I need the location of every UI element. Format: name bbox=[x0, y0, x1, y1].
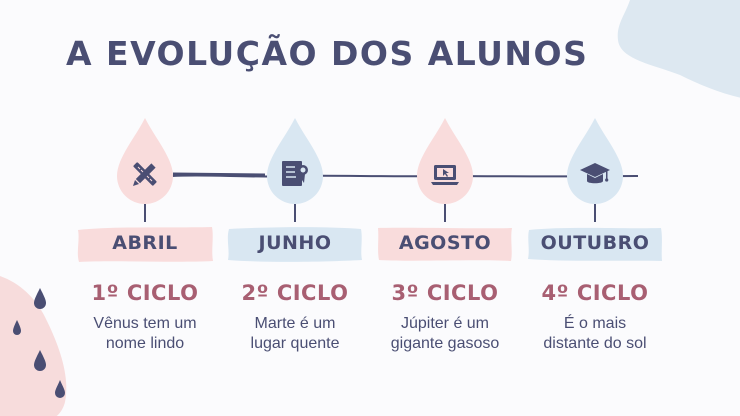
description-line: Vênus tem um bbox=[93, 315, 197, 332]
connector-line bbox=[294, 204, 296, 222]
page-title: A EVOLUÇÃO DOS ALUNOS bbox=[66, 34, 589, 73]
pencil-ruler-icon bbox=[133, 162, 157, 186]
drop-shape-blue bbox=[567, 118, 623, 204]
description-line: gigante gasoso bbox=[390, 335, 500, 352]
connector-line bbox=[594, 204, 596, 222]
month-label: AGOSTO bbox=[398, 232, 492, 254]
timeline-step-agosto: AGOSTO 3º CICLO Júpiter é um gigante gas… bbox=[375, 116, 515, 366]
description-line: distante do sol bbox=[543, 335, 647, 352]
timeline-step-outubro: OUTUBRO 4º CICLO É o mais distante do so… bbox=[525, 116, 665, 366]
description-line: Júpiter é um bbox=[400, 315, 490, 332]
decorative-pink-blob bbox=[0, 275, 67, 416]
cycle-label: 4º CICLO bbox=[541, 281, 649, 305]
month-label: JUNHO bbox=[258, 232, 332, 254]
drop-shape-pink bbox=[417, 118, 473, 204]
cycle-label: 1º CICLO bbox=[91, 281, 199, 305]
connector-line bbox=[144, 204, 146, 222]
cycle-label: 3º CICLO bbox=[391, 281, 499, 305]
brush-band-blue bbox=[227, 227, 362, 262]
brush-band-pink bbox=[77, 227, 214, 262]
brush-band-blue bbox=[528, 227, 662, 261]
drop-shape-pink bbox=[117, 118, 173, 204]
raindrop-icon bbox=[13, 320, 21, 335]
raindrop-icon bbox=[55, 380, 65, 398]
laptop-cursor-icon bbox=[431, 165, 459, 185]
graduation-cap-icon bbox=[580, 163, 610, 184]
diploma-certificate-icon bbox=[282, 161, 308, 186]
raindrop-icon bbox=[34, 350, 46, 371]
raindrop-icon bbox=[34, 288, 46, 309]
step-description: Marte é um lugar quente bbox=[225, 314, 365, 354]
timeline-step-abril: ABRIL 1º CICLO Vênus tem um nome lindo bbox=[75, 116, 215, 366]
description-line: Marte é um bbox=[254, 315, 336, 332]
month-label: OUTUBRO bbox=[540, 232, 650, 254]
month-label: ABRIL bbox=[112, 232, 178, 254]
step-description: É o mais distante do sol bbox=[525, 314, 665, 354]
step-description: Vênus tem um nome lindo bbox=[75, 314, 215, 354]
description-line: É o mais bbox=[563, 315, 627, 332]
step-description: Júpiter é um gigante gasoso bbox=[375, 314, 515, 354]
cycle-label: 2º CICLO bbox=[241, 281, 349, 305]
description-line: lugar quente bbox=[250, 335, 340, 352]
decorative-cloud-blob bbox=[617, 0, 740, 98]
brush-band-pink bbox=[378, 227, 512, 261]
connector-line bbox=[444, 204, 446, 222]
timeline-step-junho: JUNHO 2º CICLO Marte é um lugar quente bbox=[225, 116, 365, 366]
description-line: nome lindo bbox=[105, 335, 185, 352]
